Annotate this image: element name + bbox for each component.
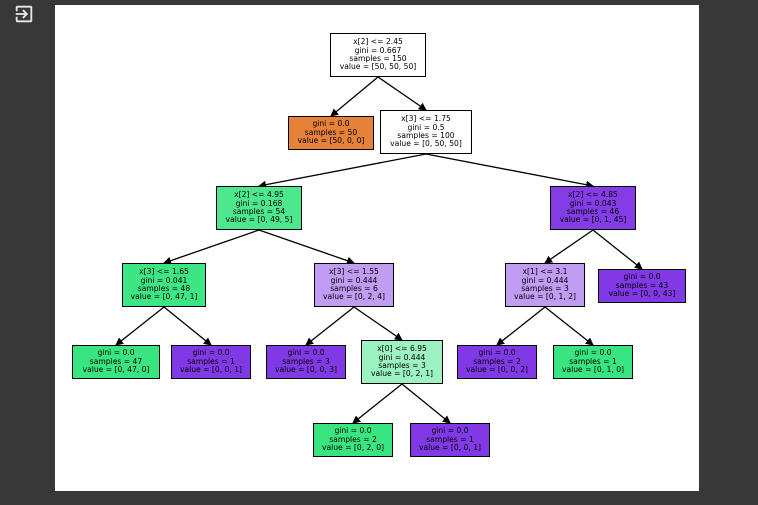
node-text-line: samples = 47 xyxy=(89,356,143,366)
node-text-line: value = [0, 0, 1] xyxy=(179,365,242,375)
node-text-line: gini = 0.444 xyxy=(521,275,569,285)
edge-n5-n9 xyxy=(115,306,165,346)
node-text-line: gini = 0.0 xyxy=(623,272,661,282)
node-text-line: samples = 3 xyxy=(521,284,569,293)
node-text-line: gini = 0.667 xyxy=(354,45,402,55)
node-text-line: gini = 0.043 xyxy=(569,198,617,208)
node-text-line: value = [0, 50, 50] xyxy=(390,139,462,149)
edge-n2-n3 xyxy=(258,153,427,189)
node-text-line: x[1] <= 3.1 xyxy=(522,267,568,277)
node-text-line: x[2] <= 4.85 xyxy=(568,190,618,200)
edge-n4-n7 xyxy=(544,229,594,264)
node-text-line: samples = 54 xyxy=(232,207,286,216)
node-text-line: samples = 2 xyxy=(329,434,377,444)
node-text-line: value = [0, 1, 0] xyxy=(561,365,624,375)
node-text-line: value = [0, 1, 45] xyxy=(559,215,627,225)
node-text-line: gini = 0.0 xyxy=(334,426,372,436)
node-text-line: value = [50, 50, 50] xyxy=(339,62,417,72)
node-text-line: value = [0, 49, 5] xyxy=(225,215,293,225)
edge-n12-n15 xyxy=(352,383,403,424)
node-text-line: value = [0, 47, 0] xyxy=(82,365,150,375)
node-text-line: gini = 0.0 xyxy=(478,348,516,358)
node-text-line: x[3] <= 1.55 xyxy=(329,267,379,277)
node-text-line: x[3] <= 1.65 xyxy=(139,267,189,277)
node-text-line: value = [50, 0, 0] xyxy=(297,136,365,146)
edge-n4-n8 xyxy=(592,229,643,270)
node-text-line: samples = 43 xyxy=(615,280,669,290)
node-text-line: gini = 0.444 xyxy=(378,352,426,362)
node-text-line: value = [0, 2, 4] xyxy=(322,292,385,302)
edge-n0-n1 xyxy=(330,76,379,117)
node-text-line: gini = 0.0 xyxy=(192,348,230,358)
edge-n3-n6 xyxy=(258,229,355,265)
node-text-line: gini = 0.0 xyxy=(287,348,325,358)
node-text-line: value = [0, 0, 3] xyxy=(274,365,337,375)
node-text-line: gini = 0.0 xyxy=(574,348,612,358)
exit-fullscreen-button[interactable] xyxy=(10,4,38,28)
node-text-line: gini = 0.5 xyxy=(407,122,445,132)
node-text-line: samples = 100 xyxy=(397,131,455,140)
node-text-line: gini = 0.168 xyxy=(235,198,283,208)
node-text-line: samples = 2 xyxy=(473,356,521,366)
node-text-line: samples = 3 xyxy=(282,356,330,366)
node-text-line: x[0] <= 6.95 xyxy=(377,344,427,354)
node-text-line: gini = 0.0 xyxy=(97,348,135,358)
node-text-line: x[3] <= 1.75 xyxy=(401,114,451,124)
edge-n12-n16 xyxy=(401,383,451,424)
edge-n2-n4 xyxy=(425,153,594,189)
edge-n7-n14 xyxy=(544,306,594,346)
edge-n6-n11 xyxy=(305,306,355,346)
node-text-line: samples = 1 xyxy=(426,434,474,444)
edge-n6-n12 xyxy=(353,306,403,341)
node-text-line: value = [0, 0, 43] xyxy=(608,289,676,299)
edge-n5-n10 xyxy=(163,306,212,346)
node-text-line: gini = 0.444 xyxy=(330,275,378,285)
node-text-line: x[2] <= 4.95 xyxy=(234,190,284,200)
node-text-line: samples = 6 xyxy=(330,284,378,293)
node-text-line: samples = 1 xyxy=(569,356,617,366)
node-text-line: x[2] <= 2.45 xyxy=(353,37,403,47)
node-text-line: value = [0, 47, 1] xyxy=(130,292,198,302)
node-text-line: gini = 0.0 xyxy=(431,426,469,436)
node-text-line: samples = 46 xyxy=(566,207,620,216)
node-text-line: value = [0, 1, 2] xyxy=(513,292,576,302)
edge-n7-n13 xyxy=(496,306,546,346)
exit-to-app-icon xyxy=(13,3,35,29)
node-text-line: samples = 50 xyxy=(304,127,358,137)
node-text-line: gini = 0.041 xyxy=(140,275,188,285)
tree-edges xyxy=(115,76,643,424)
node-text-line: gini = 0.0 xyxy=(312,119,350,129)
node-text-line: samples = 48 xyxy=(137,284,191,293)
node-text-line: samples = 150 xyxy=(349,54,407,63)
node-text-line: value = [0, 0, 2] xyxy=(465,365,528,375)
node-text-line: value = [0, 2, 1] xyxy=(370,369,433,379)
edge-n3-n5 xyxy=(163,229,260,265)
node-text-line: value = [0, 0, 1] xyxy=(418,443,481,453)
node-text-line: value = [0, 2, 0] xyxy=(321,443,384,453)
node-text-line: samples = 1 xyxy=(187,356,235,366)
node-text-line: samples = 3 xyxy=(378,361,426,370)
edge-n0-n2 xyxy=(377,76,427,111)
